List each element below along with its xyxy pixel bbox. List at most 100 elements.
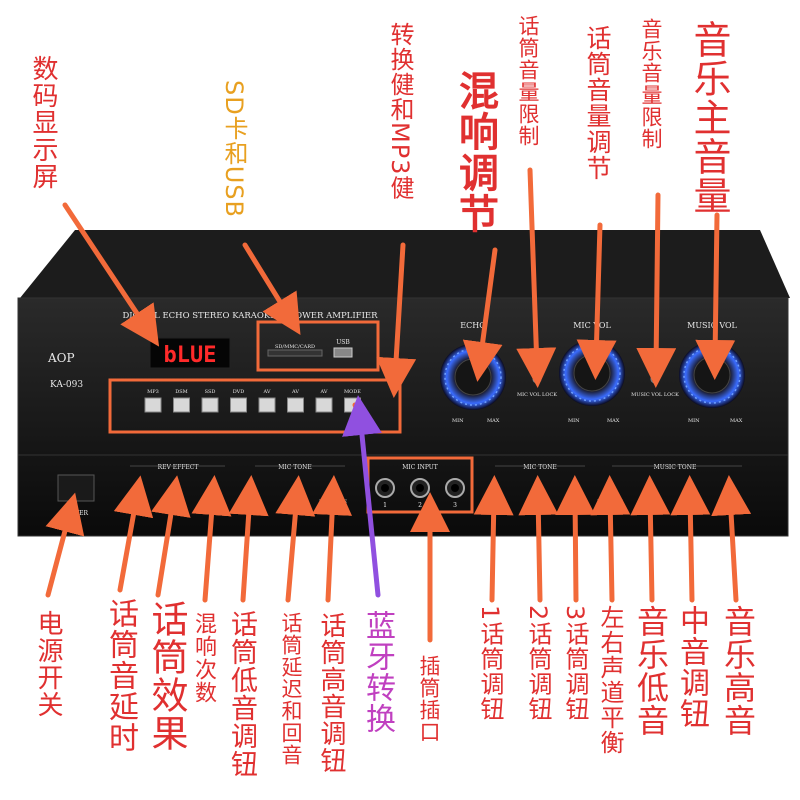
mode-button-label: MODE <box>344 389 361 395</box>
musicvol-min-label: MIN <box>688 418 700 424</box>
mic-input-label: MIC INPUT <box>402 464 438 471</box>
label-mic-delay: 话筒音延时 <box>103 598 138 753</box>
jack-3-label: 3 <box>453 502 457 509</box>
arrow-mtreble <box>312 475 353 603</box>
music-vol-knob-label: MUSIC VOL <box>687 321 737 330</box>
tone-knob[interactable] <box>570 483 580 493</box>
arrow-mic3 <box>555 475 596 603</box>
mode-button-label: AV <box>263 389 271 395</box>
mode-button[interactable] <box>230 397 247 413</box>
callout-arrows <box>45 167 752 643</box>
music-tone-label: MUSIC TONE <box>654 464 697 471</box>
label-mic-delay-echo: 话筒延迟和回音 <box>279 612 303 766</box>
label-power-switch: 电源开关 <box>33 610 63 718</box>
usb-port[interactable] <box>333 347 353 358</box>
tone-knob[interactable] <box>533 483 543 493</box>
label-mic-vol-adjust: 话筒音量调节 <box>583 25 612 181</box>
chassis-top <box>20 230 790 298</box>
label-echo-adjust: 混响调节 <box>452 70 498 234</box>
mode-button[interactable] <box>258 397 276 413</box>
tone-knob[interactable] <box>245 483 255 493</box>
tone-knob[interactable] <box>208 483 218 493</box>
panel-header: DIGITAL ECHO STEREO KARAOKE & POWER AMPL… <box>122 311 378 321</box>
arrow-mmid <box>275 475 316 603</box>
mode-button[interactable] <box>287 397 304 413</box>
echo-knob-label: ECHO <box>460 321 486 330</box>
mode-button[interactable] <box>173 397 190 413</box>
label-music-treble: 音乐高音 <box>719 605 757 737</box>
mode-button-label: AV <box>320 389 328 395</box>
mic-vol-lock-button[interactable] <box>532 374 542 384</box>
mode-button-label: DSM <box>175 389 188 395</box>
arrow-music-vol <box>695 212 736 380</box>
music-vol-lock-button[interactable] <box>650 374 660 384</box>
tone-knob[interactable] <box>645 483 655 493</box>
arrow-treble <box>711 475 752 603</box>
echo-max-label: MAX <box>487 418 500 424</box>
arrow-mode <box>376 242 417 398</box>
musicvol-max-label: MAX <box>730 418 743 424</box>
tone-knob[interactable] <box>725 483 735 493</box>
mode-button[interactable] <box>315 397 333 413</box>
arrow-mic2 <box>518 475 559 603</box>
arrow-delay <box>113 475 154 593</box>
label-music-vol-limit: 音乐音量限制 <box>639 18 663 150</box>
label-mic-jack: 插筒插口 <box>417 655 441 743</box>
label-sd-usb: SD卡和USB <box>220 80 248 218</box>
usb-port-label: USB <box>336 339 350 346</box>
mode-button[interactable] <box>201 397 219 413</box>
tone-knob[interactable] <box>292 483 302 493</box>
label-mic2-knob: 2话筒调钮 <box>524 605 552 722</box>
tone-knob[interactable] <box>169 483 179 493</box>
arrow-display <box>62 202 160 347</box>
rev-effect-label: REV EFFECT <box>158 464 199 471</box>
jack-1-label: 1 <box>383 502 387 509</box>
label-mic-treble: 话筒高音调钮 <box>316 612 346 774</box>
micvol-min-label: MIN <box>568 418 580 424</box>
tone-knob[interactable] <box>685 483 695 493</box>
label-mic3-knob: 3话筒调钮 <box>561 605 589 722</box>
mode-button-label: AV <box>291 389 299 395</box>
mode-button-label: SSD <box>205 389 216 395</box>
tone-knob[interactable] <box>328 483 338 493</box>
brand-logo: AOP <box>47 351 75 365</box>
mic-vol-knob-label: MIC VOL <box>573 321 611 330</box>
label-mic-vol-limit: 话筒音量限制 <box>516 15 540 147</box>
tone-knob[interactable] <box>132 483 142 493</box>
arrow-echo-knob <box>151 475 191 598</box>
echo-min-label: MIN <box>452 418 464 424</box>
arrow-mid <box>670 475 711 603</box>
mode-buttons-group: MP3 DSM SSD DVD AV AV AV MODE <box>144 389 361 413</box>
arrow-power <box>45 492 85 598</box>
label-digital-display: 数码显示屏 <box>28 55 58 190</box>
label-echo-times: 混响次数 <box>191 612 216 704</box>
power-switch[interactable] <box>57 474 95 502</box>
label-switch-mp3: 转换健和MP3健 <box>386 22 414 201</box>
mic-tone-label: MIC TONE <box>278 464 312 471</box>
arrow-bass <box>630 475 671 603</box>
mode-button-label: DVD <box>233 389 245 395</box>
label-balance: 左右声道平衡 <box>596 605 624 755</box>
label-mid-knob: 中音调钮 <box>674 605 709 729</box>
display-readout: bLUE <box>164 343 217 368</box>
arrow-balance <box>590 475 631 603</box>
arrow-mic-lock <box>516 167 557 388</box>
mic-vol-lock-label: MIC VOL LOCK <box>517 392 557 398</box>
sd-slot-label: SD/MMC/CARD <box>275 344 315 350</box>
mode-button-label: MP3 <box>147 389 159 395</box>
sd-slot[interactable] <box>267 349 323 357</box>
music-vol-lock-label: MUSIC VOL LOCK <box>631 392 679 398</box>
label-music-bass: 音乐低音 <box>632 605 670 737</box>
tone-knob[interactable] <box>489 483 499 493</box>
mic-tone-2-label: MIC TONE <box>523 464 557 471</box>
arrow-mbass <box>228 475 269 603</box>
model-number: KA-093 <box>50 380 83 390</box>
tone-knob[interactable] <box>605 483 615 493</box>
label-mic1-knob: 1话筒调钮 <box>476 605 504 722</box>
label-mic-effect: 话筒效果 <box>145 600 188 752</box>
mode-button[interactable] <box>144 397 162 413</box>
digital-display <box>149 337 231 369</box>
arrow-sd-usb <box>242 242 301 336</box>
arrow-music-lock <box>636 192 677 388</box>
